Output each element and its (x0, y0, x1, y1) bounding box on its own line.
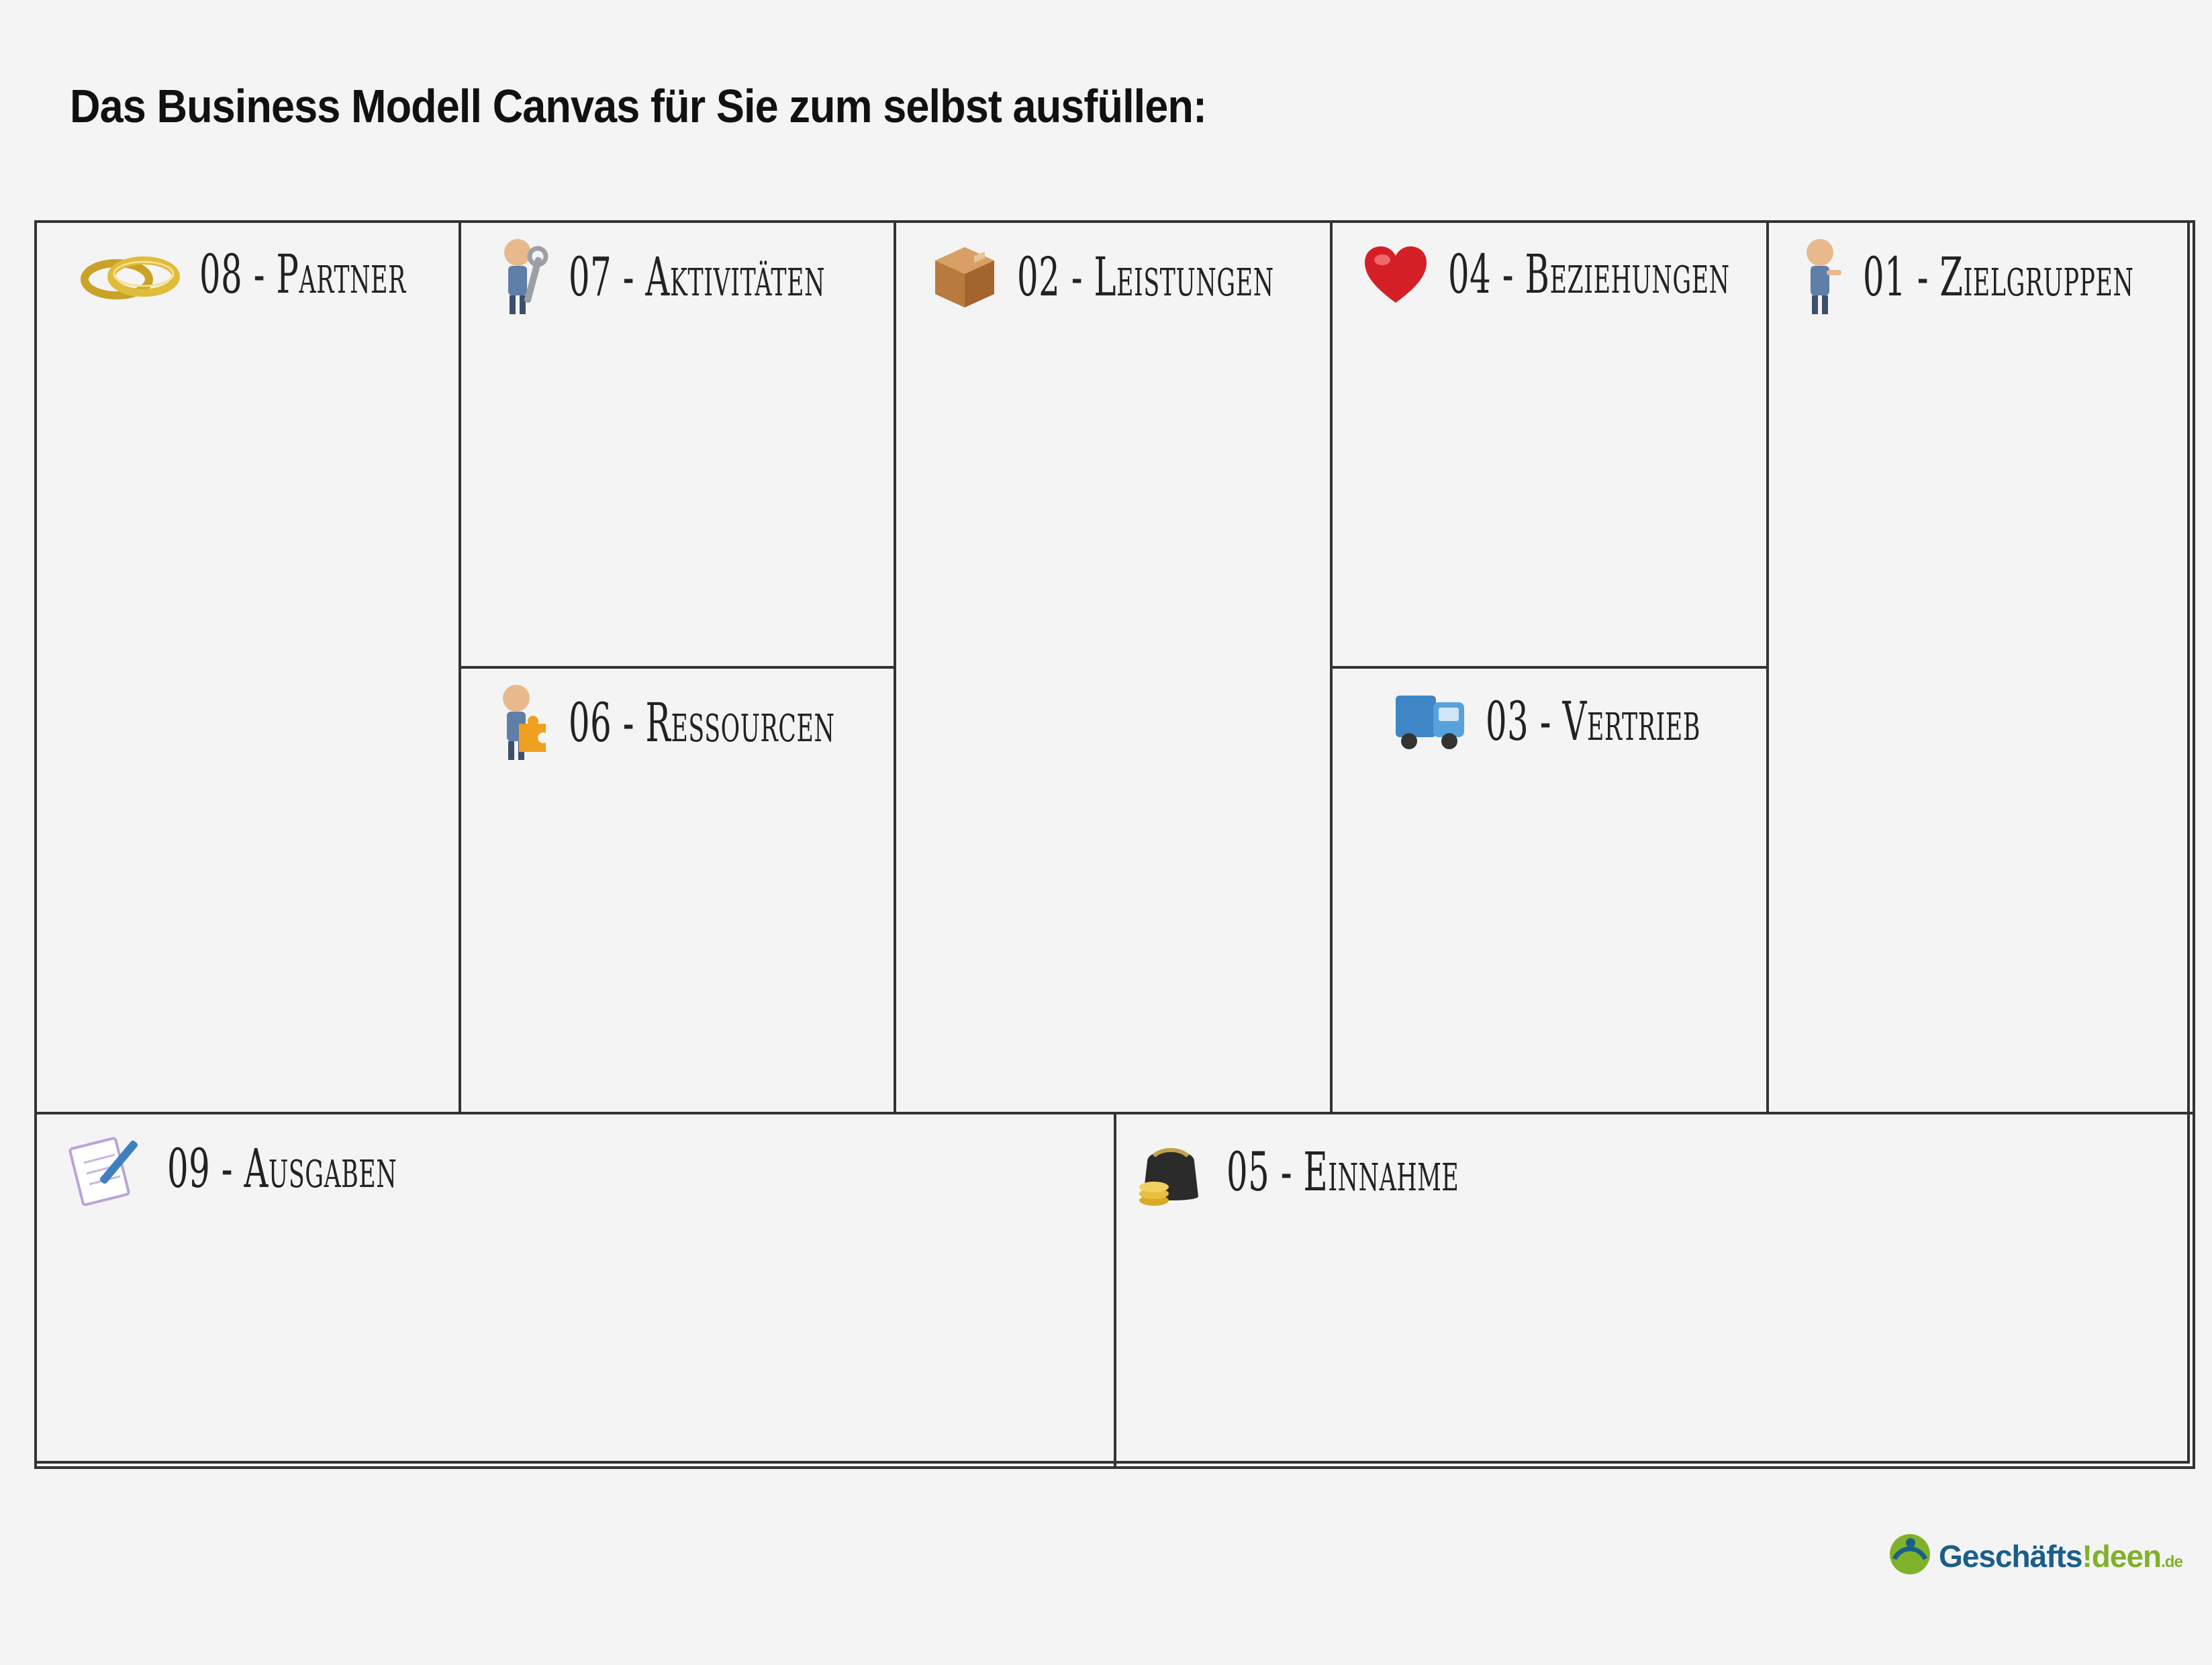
heart-icon (1362, 244, 1429, 305)
cell-ressourcen[interactable]: 06 - Ressourcen (459, 666, 896, 1114)
logo-text-domain: .de (2161, 1552, 2183, 1571)
cell-ausgaben[interactable]: 09 - Ausgaben (34, 1112, 1116, 1469)
cell-label-zielgruppen: 01 - Zielgruppen (1863, 245, 2134, 308)
purse-coins-icon (1134, 1135, 1208, 1208)
cell-aktivitaeten[interactable]: 07 - Aktivitäten (459, 220, 896, 669)
cell-zielgruppen[interactable]: 01 - Zielgruppen (1766, 220, 2195, 1114)
wedding-rings-icon (80, 244, 181, 305)
cell-label-beziehungen: 04 - Beziehungen (1448, 243, 1730, 305)
cell-partner[interactable]: 08 - Partner (34, 220, 461, 1114)
presenter-figure-icon (1804, 236, 1844, 317)
notepad-pen-icon (68, 1128, 148, 1208)
cell-label-vertrieb: 03 - Vertrieb (1486, 689, 1701, 753)
cell-label-ressourcen: 06 - Ressourcen (569, 691, 835, 754)
business-model-canvas: 08 - Partner 07 - Aktivitäten (34, 220, 2195, 1469)
cell-vertrieb[interactable]: 03 - Vertrieb (1330, 666, 1769, 1114)
cell-label-partner: 08 - Partner (199, 243, 406, 305)
cell-label-leistungen: 02 - Leistungen (1017, 245, 1274, 308)
cell-label-einnahme: 05 - Einnahme (1227, 1140, 1459, 1203)
worker-wrench-icon (496, 236, 550, 317)
package-box-icon (931, 243, 998, 310)
logo-mark-icon (1888, 1532, 1932, 1580)
cell-label-ausgaben: 09 - Ausgaben (167, 1137, 397, 1200)
logo-text-ideen: !deen (2082, 1538, 2162, 1574)
cell-einnahme[interactable]: 05 - Einnahme (1114, 1112, 2195, 1469)
delivery-truck-icon (1393, 689, 1467, 753)
page-title: Das Business Modell Canvas für Sie zum s… (70, 80, 1207, 132)
geschaeftsideen-logo[interactable]: Geschäfts!deen.de (1888, 1532, 2183, 1580)
cell-label-aktivitaeten: 07 - Aktivitäten (569, 245, 826, 308)
logo-text-geschaefts: Geschäfts (1939, 1538, 2082, 1574)
puzzle-figure-icon (496, 682, 550, 763)
cell-leistungen[interactable]: 02 - Leistungen (894, 220, 1333, 1114)
cell-beziehungen[interactable]: 04 - Beziehungen (1330, 220, 1769, 669)
